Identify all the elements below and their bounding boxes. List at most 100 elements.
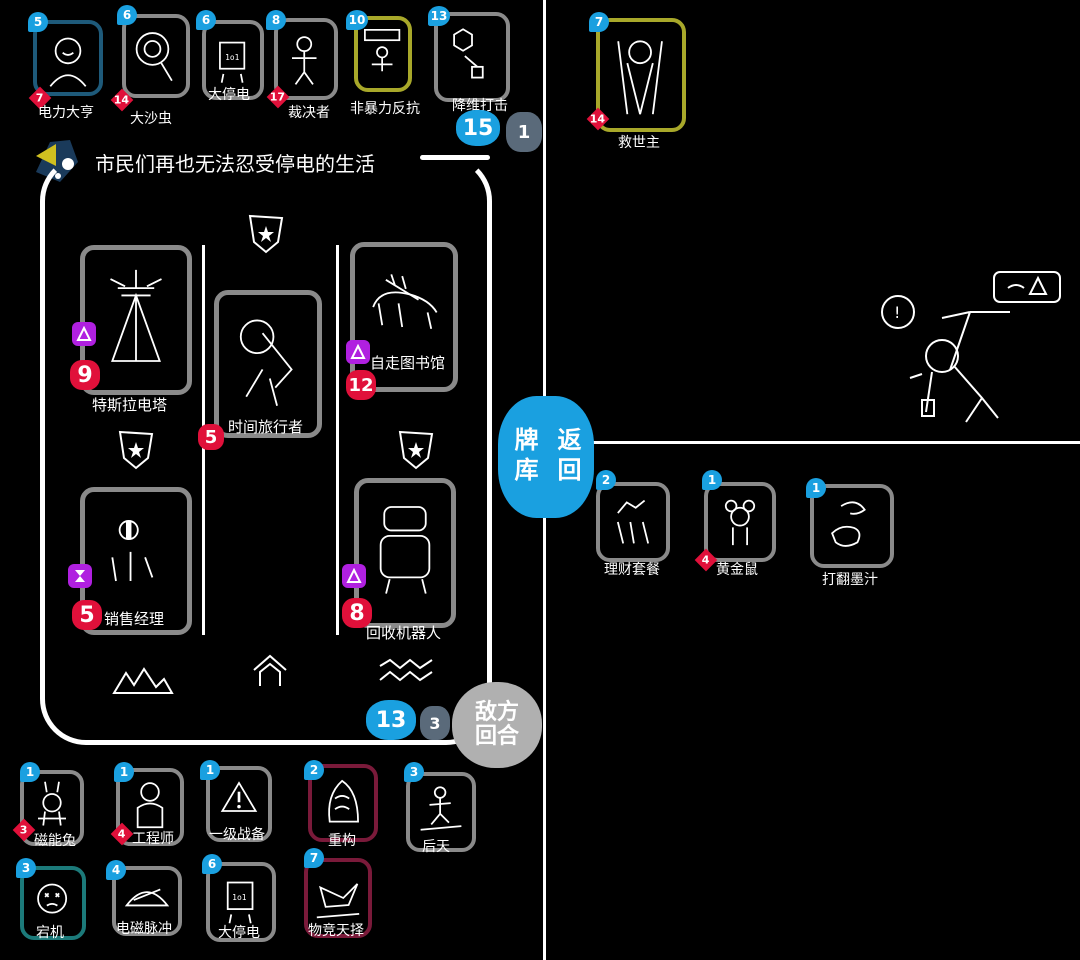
terrain-water-icon bbox=[379, 658, 433, 682]
crash-face-icon bbox=[37, 883, 68, 914]
robot-icon bbox=[379, 506, 431, 594]
savior-icon bbox=[617, 40, 663, 115]
engineer-icon bbox=[136, 782, 164, 829]
hp-badge: 8 bbox=[342, 598, 372, 628]
return-deck-col1: 牌库 bbox=[510, 427, 538, 487]
returned-card-golden-rat[interactable] bbox=[704, 482, 776, 562]
enemy-card-dimensional-strike[interactable] bbox=[434, 12, 510, 102]
hand-card-emp[interactable] bbox=[112, 866, 182, 936]
enemy-card-arbiter[interactable] bbox=[274, 18, 338, 100]
unit-self-walking-library[interactable] bbox=[350, 242, 458, 392]
cost-badge: 10 bbox=[346, 10, 368, 30]
cost-badge: 4 bbox=[106, 860, 126, 880]
board-frame-top bbox=[420, 155, 490, 160]
event-banner-text: 市民们再也无法忍受停电的生活 bbox=[95, 152, 375, 176]
hand-card-level1-readiness[interactable] bbox=[206, 766, 272, 842]
cost-badge: 1 bbox=[114, 762, 134, 782]
climber-icon bbox=[420, 786, 462, 831]
return-to-deck-button[interactable]: 牌库 返回 bbox=[498, 396, 594, 518]
cost-badge: 6 bbox=[117, 5, 137, 25]
hp-badge: 5 bbox=[72, 600, 102, 630]
card-label: 一级战备 bbox=[209, 827, 265, 843]
tesla-tower-icon bbox=[110, 269, 162, 362]
ability-triangle-icon bbox=[72, 322, 96, 346]
card-label: 重构 bbox=[328, 833, 356, 849]
card-label: 理财套餐 bbox=[604, 562, 660, 578]
bird-icon bbox=[316, 883, 360, 919]
lane-shield-icon bbox=[248, 214, 284, 254]
tv-icon: 1o1 bbox=[219, 41, 246, 83]
card-label: 大停电 bbox=[208, 87, 250, 103]
cost-badge: 1 bbox=[20, 762, 40, 782]
player-mana-current: 13 bbox=[366, 700, 416, 740]
cost-badge: 2 bbox=[304, 760, 324, 780]
hand-card-day-after-tomorrow[interactable] bbox=[406, 772, 476, 852]
card-label: 降维打击 bbox=[452, 98, 508, 114]
card-label: 工程师 bbox=[132, 831, 174, 847]
protest-icon bbox=[364, 28, 401, 72]
player-mana-extra: 3 bbox=[420, 706, 450, 740]
card-label: 特斯拉电塔 bbox=[92, 396, 168, 414]
deck-divider bbox=[590, 441, 1080, 444]
sales-manager-icon bbox=[111, 520, 154, 582]
card-label: 电力大亨 bbox=[38, 105, 94, 121]
enemy-card-sandworm[interactable] bbox=[122, 14, 190, 98]
end-turn-button[interactable]: 敌方 回合 bbox=[452, 682, 542, 768]
hp-badge: 9 bbox=[70, 360, 100, 390]
enemy-card-power-tycoon[interactable] bbox=[33, 20, 103, 96]
cost-badge: 3 bbox=[16, 858, 36, 878]
cost-badge: 6 bbox=[196, 10, 216, 30]
card-label: 非暴力反抗 bbox=[350, 101, 420, 117]
card-label: 打翻墨汁 bbox=[822, 572, 878, 588]
lane-shield-icon bbox=[398, 430, 434, 470]
enemy-mana-current: 15 bbox=[456, 110, 500, 146]
refactor-icon bbox=[328, 779, 359, 823]
return-deck-col2: 返回 bbox=[553, 427, 581, 487]
returned-card-wealth-package[interactable] bbox=[596, 482, 670, 562]
cost-badge: 1 bbox=[200, 760, 220, 780]
wealth-icon bbox=[616, 499, 650, 544]
terrain-house-icon bbox=[253, 654, 287, 686]
returned-card-spilled-ink[interactable] bbox=[810, 484, 894, 568]
unit-time-traveler[interactable] bbox=[214, 290, 322, 438]
card-label: 磁能兔 bbox=[34, 833, 76, 849]
cost-badge: 13 bbox=[428, 6, 450, 26]
ability-hourglass-icon bbox=[68, 564, 92, 588]
hand-card-crash[interactable] bbox=[20, 866, 86, 940]
unit-recycler-robot[interactable] bbox=[354, 478, 456, 628]
hero-card-savior[interactable] bbox=[596, 18, 686, 132]
card-label: 大停电 bbox=[218, 925, 260, 941]
sandworm-icon bbox=[135, 32, 173, 82]
arbiter-icon bbox=[292, 36, 317, 85]
card-label: 时间旅行者 bbox=[228, 418, 304, 436]
time-traveler-icon bbox=[239, 319, 293, 406]
player-avatar-illustration: ! bbox=[881, 271, 1061, 423]
face-icon bbox=[49, 37, 87, 87]
lane-shield-icon bbox=[118, 430, 154, 470]
card-label: 电磁脉冲 bbox=[116, 921, 172, 937]
svg-text:1o1: 1o1 bbox=[225, 53, 239, 62]
card-label: 回收机器人 bbox=[366, 624, 442, 642]
card-label: 物竞天择 bbox=[308, 923, 364, 939]
card-label: 黄金鼠 bbox=[716, 562, 758, 578]
cost-badge: 6 bbox=[202, 854, 222, 874]
hand-card-natural-selection[interactable] bbox=[304, 858, 372, 938]
cost-badge: 7 bbox=[304, 848, 324, 868]
hand-card-blackout[interactable]: 1o1 bbox=[206, 862, 276, 942]
rat-icon bbox=[724, 499, 756, 546]
cost-badge: 8 bbox=[266, 10, 286, 30]
cost-badge: 2 bbox=[596, 470, 616, 490]
cost-badge: 3 bbox=[404, 762, 424, 782]
ink-icon bbox=[831, 501, 866, 547]
enemy-card-nonviolent-resistance[interactable] bbox=[354, 16, 412, 92]
emp-icon bbox=[124, 888, 170, 907]
enemy-mana-extra: 1 bbox=[506, 112, 542, 152]
end-turn-line1: 敌方 bbox=[474, 700, 519, 725]
enemy-card-blackout[interactable]: 1o1 bbox=[202, 20, 264, 100]
hp-badge: 12 bbox=[346, 370, 376, 400]
card-label: 大沙虫 bbox=[130, 111, 172, 127]
card-label: 救世主 bbox=[618, 135, 660, 151]
library-creature-icon bbox=[372, 274, 438, 329]
cost-badge: 7 bbox=[589, 12, 609, 32]
cost-badge: 5 bbox=[28, 12, 48, 32]
